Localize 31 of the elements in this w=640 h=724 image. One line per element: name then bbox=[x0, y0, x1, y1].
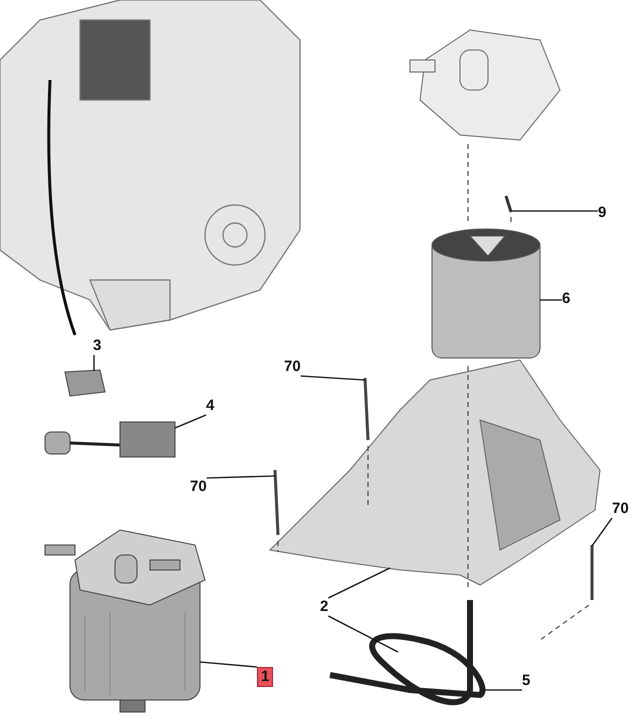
bolt-drawing bbox=[274, 470, 280, 536]
screw-drawing bbox=[504, 196, 512, 212]
callout-number: 70 bbox=[612, 500, 629, 518]
callout-number: 3 bbox=[93, 337, 102, 355]
callout-number: 70 bbox=[190, 478, 207, 496]
callout-number: 2 bbox=[320, 598, 328, 616]
callout-number: 5 bbox=[522, 672, 530, 690]
leader-line bbox=[540, 299, 562, 301]
leader-line bbox=[511, 210, 598, 212]
leader-line bbox=[300, 375, 366, 381]
leader-line bbox=[200, 661, 258, 668]
leader-line bbox=[174, 414, 206, 429]
callout-number: 9 bbox=[598, 204, 606, 222]
callout-number: 70 bbox=[284, 358, 301, 376]
leader-line bbox=[206, 475, 276, 479]
sensor-drawing bbox=[64, 369, 106, 397]
bracket-drawing bbox=[268, 359, 601, 586]
bolt-drawing bbox=[590, 545, 594, 600]
leader-line bbox=[328, 615, 398, 653]
hose-drawing bbox=[329, 600, 486, 706]
leader-line bbox=[93, 355, 95, 371]
leader-line bbox=[483, 689, 522, 691]
leader-line bbox=[328, 567, 390, 599]
callout-number: 1 bbox=[257, 667, 274, 687]
filter-element-drawing bbox=[432, 228, 540, 358]
connector-drawing bbox=[44, 422, 176, 458]
callout-number: 6 bbox=[562, 290, 570, 308]
callout-number: 4 bbox=[206, 397, 214, 415]
leader-line bbox=[591, 518, 613, 546]
filter-housing-drawing bbox=[44, 529, 206, 712]
bolt-drawing bbox=[364, 378, 370, 440]
